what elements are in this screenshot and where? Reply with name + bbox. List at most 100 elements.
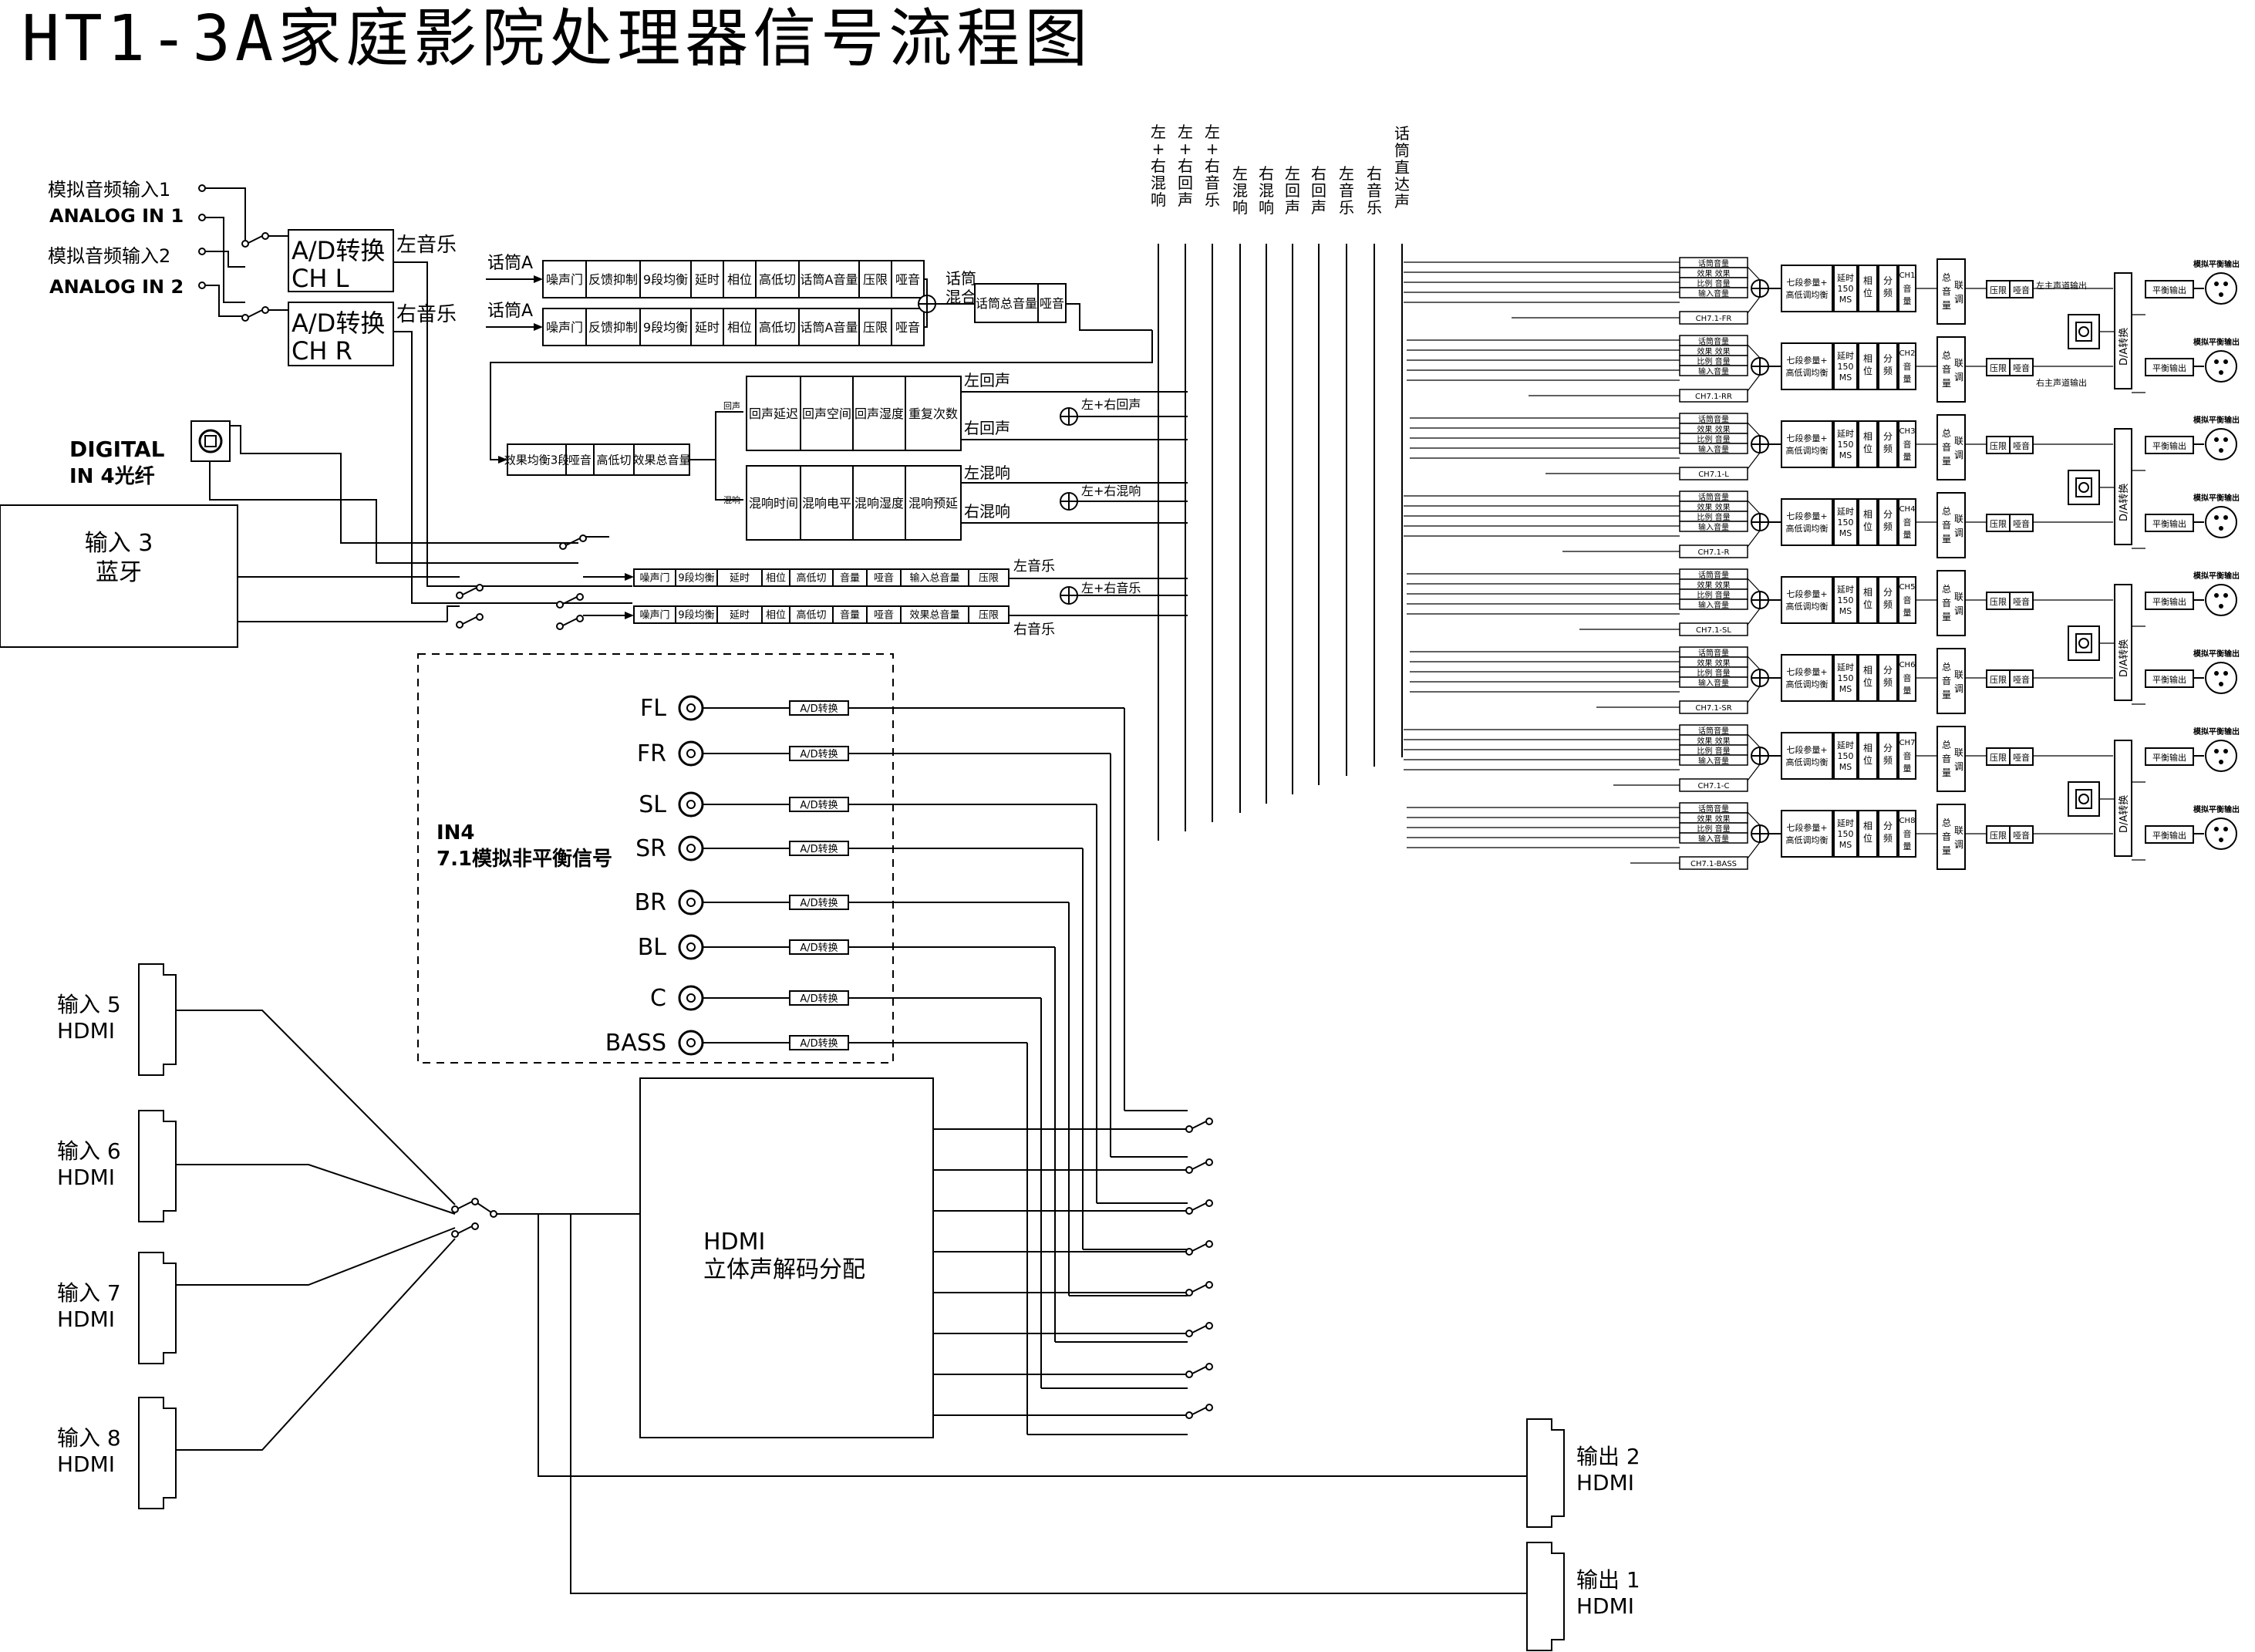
- bus-label: 乐: [1339, 198, 1354, 217]
- mute-block: [2009, 436, 2034, 454]
- in4-ad-label: A/D转换: [800, 844, 838, 855]
- channel-tag-box: [1679, 856, 1748, 870]
- hdmi-input-sub: HDMI: [57, 1451, 115, 1477]
- limiter-label: 压限: [1990, 675, 2007, 685]
- delay-block: [1833, 498, 1858, 546]
- channel-mixer-label: 比例 音量: [1697, 824, 1730, 834]
- hdmi-input-label: 输入 5: [57, 992, 121, 1017]
- mic-b-chain-label: 高低切: [759, 320, 796, 335]
- channel-tag-label: CH7.1-FR: [1696, 315, 1732, 323]
- mic-master-label: 话筒总音量: [976, 296, 1037, 311]
- delay-label: MS: [1839, 450, 1852, 460]
- da-converter-block: [2114, 740, 2132, 857]
- crossover-label: 频: [1883, 677, 1893, 688]
- delay-label: MS: [1839, 684, 1852, 694]
- crossover-label: 分: [1883, 743, 1893, 754]
- phase-label: 位: [1863, 832, 1872, 844]
- mic-input-label: 话筒A: [487, 254, 533, 273]
- xlr-connector-icon: [2205, 740, 2237, 772]
- hdmi-output-sub: HDMI: [1576, 1593, 1634, 1619]
- crossover-label: 分: [1883, 275, 1893, 286]
- in4-ad-label: A/D转换: [800, 898, 838, 909]
- da-converter-block: [2114, 272, 2132, 389]
- master-volume-label: 量: [1942, 300, 1951, 311]
- balanced-output-block: [2145, 825, 2194, 844]
- arrow-head: [534, 275, 543, 283]
- link-label: 联: [1954, 592, 1963, 602]
- reverb-block-label: 混响时间: [749, 496, 798, 511]
- crossover-block: [1878, 732, 1898, 780]
- music-out-right: 右音乐: [1013, 622, 1055, 638]
- link-label: 联: [1954, 669, 1963, 680]
- crossover-label: 频: [1883, 599, 1893, 610]
- da-converter-label: D/A转换: [2118, 328, 2130, 366]
- crossover-label: 分: [1883, 431, 1893, 442]
- phase-label: 相: [1863, 275, 1872, 286]
- reverb-block-block: [746, 465, 801, 541]
- delay-block: [1833, 342, 1858, 390]
- junction-dot: [1185, 1207, 1193, 1215]
- music-l-chain-label: 压限: [979, 573, 999, 585]
- music-r-chain-label: 音量: [840, 609, 860, 622]
- in4-channel-label: SR: [635, 835, 666, 862]
- mic-a-chain-label: 高低切: [759, 272, 796, 287]
- delay-label: 延时: [1837, 740, 1854, 750]
- balanced-output-label: 平衡输出: [2152, 518, 2186, 529]
- master-volume-block: [1936, 726, 1966, 792]
- channel-volume-label: 音: [1903, 673, 1912, 683]
- bus-label: 回: [1285, 181, 1300, 200]
- master-volume-block: [1936, 414, 1966, 480]
- mic-a-chain-block: [858, 260, 892, 298]
- bus-label: 音: [1205, 174, 1220, 192]
- crossover-label: 频: [1883, 833, 1893, 844]
- mic-mix-label: 话筒: [945, 269, 976, 288]
- echo-sum-label: 左+右回声: [1081, 397, 1141, 412]
- master-volume-block: [1936, 648, 1966, 714]
- link-label: 调: [1954, 761, 1963, 772]
- mic-b-chain-label: 9段均衡: [643, 320, 688, 335]
- channel-number-label: CH5: [1899, 583, 1916, 592]
- mute-label: 哑音: [2013, 518, 2030, 529]
- master-volume-label: 总: [1942, 818, 1951, 828]
- crossover-label: 频: [1883, 443, 1893, 454]
- in4-ad-label: A/D转换: [800, 749, 838, 760]
- bus-label: 右: [1367, 164, 1382, 183]
- master-volume-label: 音: [1942, 675, 1951, 686]
- phase-block: [1858, 265, 1878, 312]
- junction-dot: [241, 240, 249, 248]
- mic-a-chain-block: [755, 260, 800, 298]
- in4-ad-block: [789, 700, 849, 716]
- analog-in-2-label: 模拟音频输入2: [48, 245, 170, 267]
- junction-dot: [198, 282, 206, 289]
- channel-volume-block: [1898, 810, 1916, 858]
- delay-block: [1833, 654, 1858, 702]
- channel-tag-box: [1679, 389, 1748, 403]
- ad-converter-label: A/D转换: [292, 236, 385, 265]
- mute-label: 哑音: [2013, 752, 2030, 763]
- ad-converter-label: A/D转换: [292, 308, 385, 338]
- channel-mixer-row: [1679, 443, 1748, 454]
- bus-label: 直: [1394, 158, 1410, 177]
- delay-label: 150: [1838, 518, 1854, 528]
- delay-label: MS: [1839, 840, 1852, 850]
- mic-b-chain-label: 话筒A音量: [801, 320, 858, 335]
- hdmi-input-label: 输入 7: [57, 1280, 121, 1306]
- mute-block: [2009, 592, 2034, 610]
- crossover-label: 频: [1883, 288, 1893, 298]
- in4-ad-label: A/D转换: [800, 703, 838, 715]
- delay-block: [1833, 810, 1858, 858]
- balanced-output-label: 平衡输出: [2152, 285, 2186, 295]
- junction-dot: [1185, 1289, 1193, 1296]
- mic-a-chain-label: 延时: [695, 272, 720, 287]
- link-label: 联: [1954, 825, 1963, 836]
- channel-mixer-label: 话筒音量: [1698, 492, 1729, 502]
- echo-block-label: 重复次数: [908, 406, 958, 421]
- crossover-label: 分: [1883, 353, 1893, 364]
- crossover-block: [1878, 420, 1898, 468]
- link-label: 调: [1954, 683, 1963, 694]
- junction-dot: [456, 621, 463, 629]
- da-converter-label: D/A转换: [2118, 795, 2130, 833]
- music-r-chain-label: 哑音: [874, 609, 894, 622]
- mic-mix-label: 混合: [945, 288, 976, 306]
- in4-ad-block: [789, 746, 849, 761]
